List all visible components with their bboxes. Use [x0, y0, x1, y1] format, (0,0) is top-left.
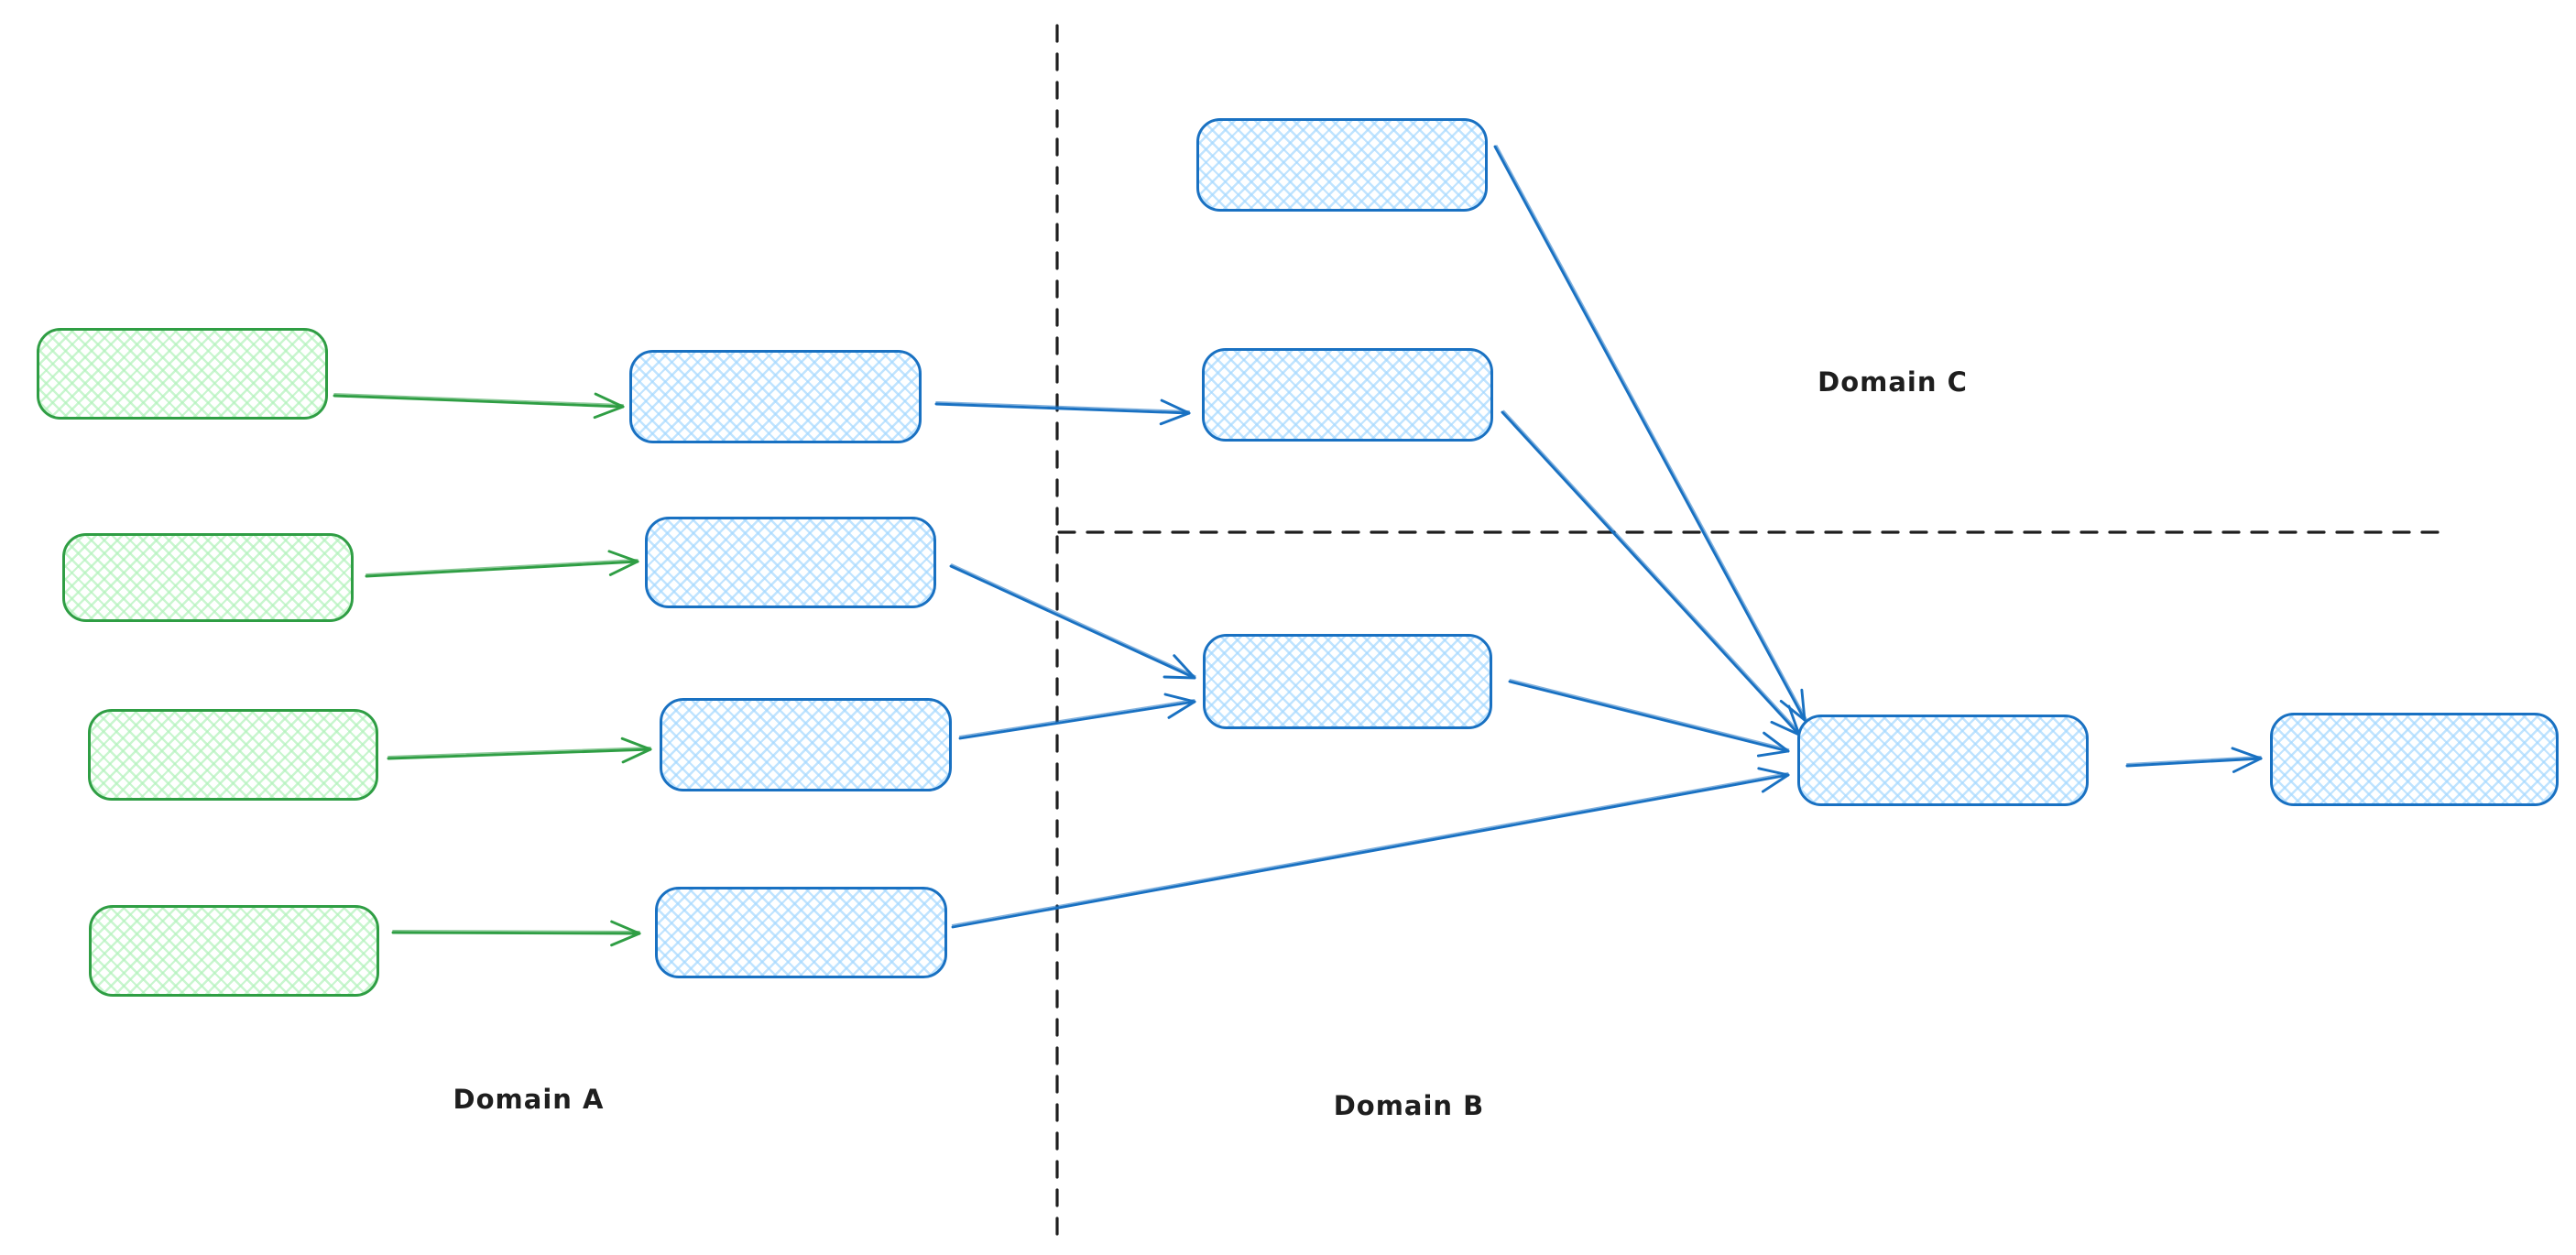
- node-src-1[interactable]: [37, 328, 328, 420]
- node-mid-3[interactable]: [660, 698, 952, 791]
- node-center-lower[interactable]: [1203, 634, 1492, 729]
- domain-c-label[interactable]: Domain C: [1817, 366, 1968, 398]
- node-output-node[interactable]: [2270, 713, 2559, 806]
- node-src-3[interactable]: [88, 709, 378, 801]
- domain-b-label[interactable]: Domain B: [1333, 1090, 1485, 1121]
- node-src-2[interactable]: [62, 533, 354, 622]
- node-mid-4[interactable]: [655, 887, 947, 978]
- node-merge-node[interactable]: [1797, 715, 2089, 806]
- node-mid-1[interactable]: [629, 350, 922, 443]
- node-mid-2[interactable]: [645, 517, 936, 608]
- node-right-top[interactable]: [1196, 118, 1488, 212]
- node-right-upper[interactable]: [1202, 348, 1493, 442]
- node-src-4[interactable]: [89, 905, 379, 997]
- domain-a-label[interactable]: Domain A: [453, 1084, 605, 1115]
